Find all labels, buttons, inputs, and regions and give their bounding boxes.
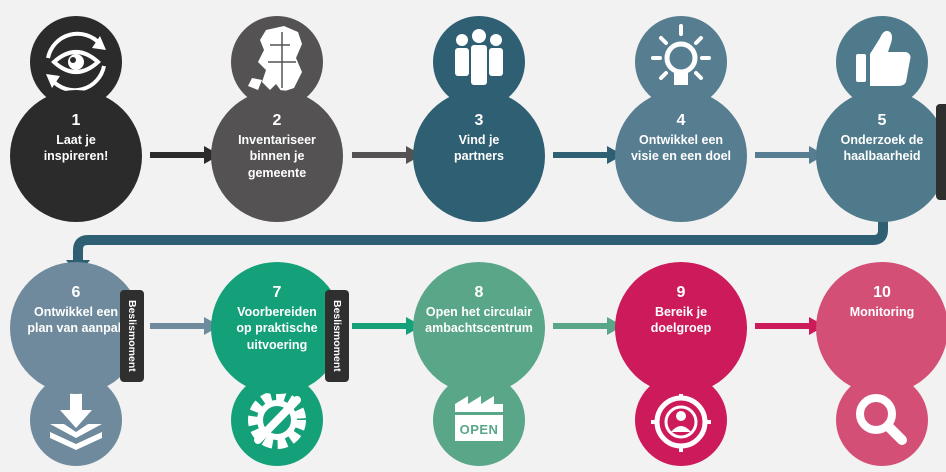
step-label: Ontwikkel een visie en een doel xyxy=(630,133,732,164)
thumbs-up-icon xyxy=(856,30,911,86)
target-person-icon xyxy=(651,392,711,452)
arrow-7-8 xyxy=(352,317,422,335)
step-label: Monitoring xyxy=(849,305,915,319)
step-number: 9 xyxy=(676,284,686,301)
step-4: 4 Ontwikkel een visie en een doel xyxy=(615,90,747,222)
step-label: Voorbereiden op praktische uitvoering xyxy=(236,305,318,352)
step-6: 6 Ontwikkel een plan van aanpak xyxy=(10,262,142,394)
step-number: 2 xyxy=(272,112,282,129)
arrow-2-3 xyxy=(352,146,422,164)
arrow-1-2 xyxy=(150,146,220,164)
step-number: 8 xyxy=(474,284,484,301)
step-label: Bereik je doelgroep xyxy=(650,305,712,336)
step-label: Onderzoek de haalbaarheid xyxy=(840,133,924,164)
arrow-3-4 xyxy=(553,146,623,164)
step-number: 1 xyxy=(71,112,81,129)
step-3: 3 Vind je partners xyxy=(413,90,545,222)
step-2: 2 Inventariseer binnen je gemeente xyxy=(211,90,343,222)
gear-wrench-icon xyxy=(248,391,306,449)
step-number: 7 xyxy=(272,284,282,301)
eye-rotate-icon xyxy=(46,31,106,93)
step-number: 6 xyxy=(71,284,81,301)
step-label: Ontwikkel een plan van aanpak xyxy=(27,305,125,336)
lightbulb-icon xyxy=(651,24,711,85)
decision-tag-7: Beslismoment xyxy=(325,290,349,382)
arrow-4-5 xyxy=(755,146,825,164)
step-7: 7 Voorbereiden op praktische uitvoering xyxy=(211,262,343,394)
download-layers-icon xyxy=(50,392,102,450)
factory-open-icon xyxy=(455,396,503,441)
step-10: 10 Monitoring xyxy=(816,262,946,394)
step-number: 4 xyxy=(676,112,686,129)
step-label: Laat je inspireren! xyxy=(43,133,109,164)
step-number: 5 xyxy=(877,112,887,129)
step-label: Inventariseer binnen je gemeente xyxy=(238,133,316,180)
netherlands-map-icon xyxy=(248,26,302,92)
icon-disc-4 xyxy=(635,16,727,108)
arrow-9-10 xyxy=(755,317,825,335)
factory-open-sign: OPEN xyxy=(459,422,499,437)
step-1: 1 Laat je inspireren! xyxy=(10,90,142,222)
decision-tag-6: Beslismoment xyxy=(120,290,144,382)
magnifier-icon xyxy=(856,394,907,445)
step-5: 5 Onderzoek de haalbaarheid xyxy=(816,90,946,222)
step-9: 9 Bereik je doelgroep xyxy=(615,262,747,394)
people-group-icon xyxy=(455,29,503,85)
arrow-8-9 xyxy=(553,317,623,335)
step-8: 8 Open het circulair ambachtscentrum xyxy=(413,262,545,394)
step-number: 10 xyxy=(873,284,891,301)
step-number: 3 xyxy=(474,112,484,129)
step-label: Open het circulair ambachtscentrum xyxy=(425,305,533,336)
decision-tag-5-partial xyxy=(936,104,946,200)
row-connector-line xyxy=(73,205,888,262)
step-label: Vind je partners xyxy=(453,133,505,164)
arrow-6-7 xyxy=(150,317,220,335)
